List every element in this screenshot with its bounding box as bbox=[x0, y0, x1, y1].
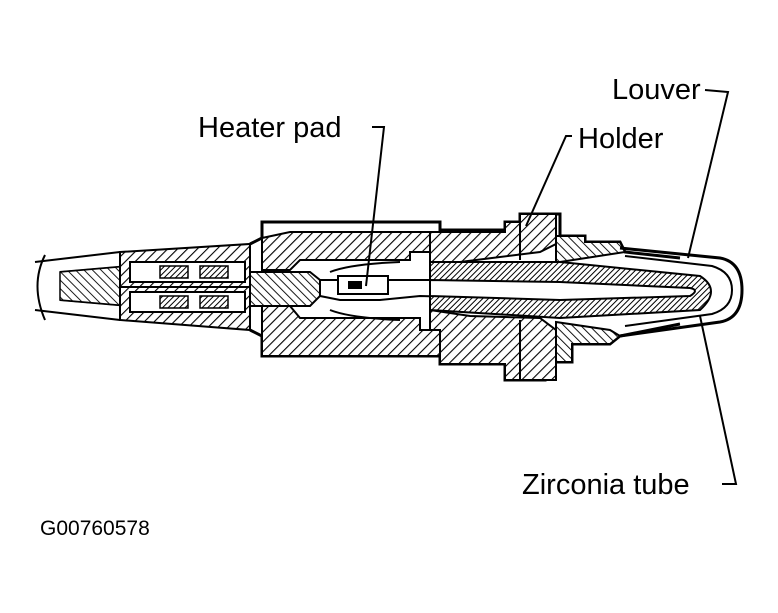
zirconia-tube-shape bbox=[429, 261, 712, 320]
housing bbox=[249, 212, 681, 382]
figure-id: G00760578 bbox=[40, 517, 150, 540]
terminal-section bbox=[119, 242, 251, 332]
holder-body bbox=[429, 213, 627, 381]
label-zirconia-tube: Zirconia tube bbox=[522, 469, 690, 501]
label-holder: Holder bbox=[578, 123, 664, 155]
label-heater-pad: Heater pad bbox=[198, 112, 342, 144]
label-louver: Louver bbox=[612, 74, 701, 106]
leader-lines bbox=[365, 89, 738, 485]
cable bbox=[34, 251, 131, 321]
heater-pad-shape bbox=[337, 275, 389, 295]
louver-tip bbox=[619, 246, 744, 338]
